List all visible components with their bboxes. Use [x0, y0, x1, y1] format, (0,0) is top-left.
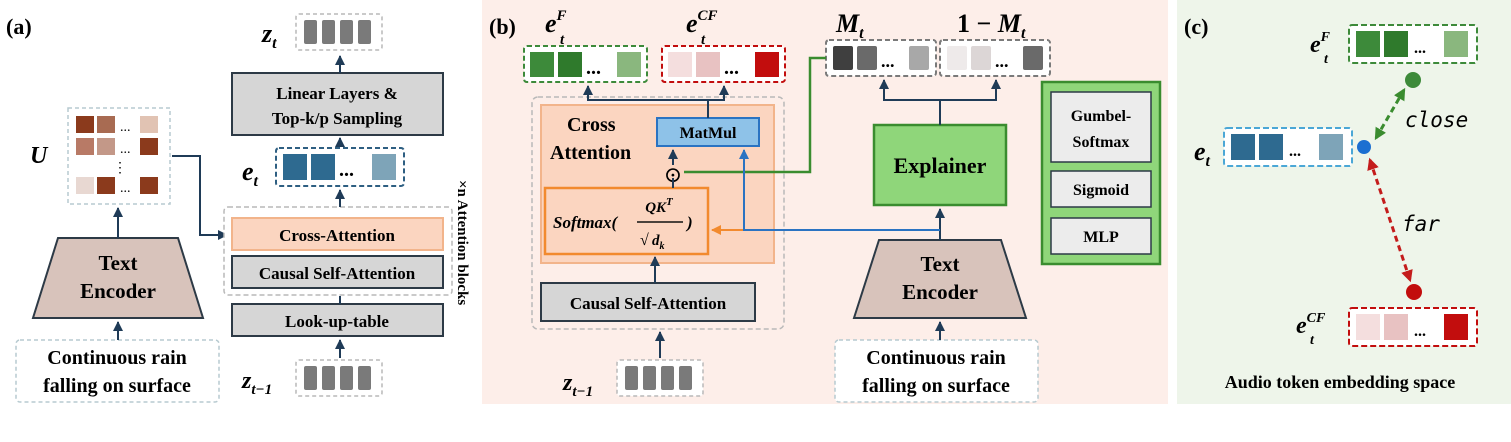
linear-layers-line1: Linear Layers &: [276, 84, 398, 103]
panel-b-label: (b): [489, 14, 516, 39]
matmul-box: MatMul: [656, 117, 760, 147]
eCF-point: [1406, 284, 1422, 300]
svg-text:QKT: QKT: [645, 196, 674, 216]
lookup-table: Look-up-table: [231, 303, 444, 337]
svg-text:1 − Mt: 1 − Mt: [957, 9, 1026, 42]
one-minus-Mt-ellipsis: ...: [995, 51, 1009, 71]
eF-c-ellipsis: ...: [1414, 40, 1426, 57]
z-tminus1-b: zt−1: [562, 359, 704, 400]
panel-a: (a) ... ... ⋮ ... U Text Encoder: [6, 13, 470, 403]
gumbel-line1: Gumbel-: [1071, 108, 1131, 125]
svg-text:zt−1: zt−1: [241, 368, 272, 398]
svg-text:zt−1: zt−1: [562, 370, 593, 400]
eF-point: [1405, 72, 1421, 88]
eCF-b-ellipsis: ...: [724, 57, 739, 79]
svg-text:dk: dk: [652, 233, 665, 252]
explainer-box: Explainer: [872, 123, 1008, 207]
et-point: [1357, 140, 1371, 154]
causal-self-attention-b: Causal Self-Attention: [540, 282, 756, 322]
lookup-table-label: Look-up-table: [285, 312, 389, 331]
prompt-a-line1: Continuous rain: [47, 347, 187, 369]
prompt-box-a: Continuous rain falling on surface: [15, 339, 220, 403]
cross-attention-a: Cross-Attention: [231, 217, 444, 251]
one-minus-Mt-b: 1 − Mt ...: [939, 9, 1051, 77]
e-t-a: et ...: [242, 147, 405, 190]
svg-text:√: √: [640, 232, 649, 249]
far-label: far: [1402, 212, 1440, 236]
attention-blocks-label: ×n Attention blocks: [454, 180, 470, 305]
attention-container-b: [531, 96, 785, 330]
svg-text:eCF: eCF: [686, 8, 718, 38]
svg-text:eF: eF: [545, 8, 567, 38]
eF-c: eF t ...: [1310, 24, 1478, 67]
Mt-b: Mt ...: [825, 9, 937, 77]
gumbel-line2: Softmax: [1073, 134, 1130, 151]
text-encoder-b-line1: Text: [921, 252, 960, 276]
text-encoder-a: Text Encoder: [31, 237, 205, 319]
panel-a-label: (a): [6, 14, 32, 39]
z-tminus1-a: zt−1: [241, 359, 383, 398]
z-t-a: zt: [261, 13, 383, 52]
text-encoder-a-line2: Encoder: [80, 279, 156, 303]
panel-c: (c) eF t ... et ... close far: [1177, 0, 1511, 404]
prompt-b-line1: Continuous rain: [866, 347, 1006, 369]
eCF-c: eCF t ...: [1296, 307, 1478, 348]
causal-self-attention-b-label: Causal Self-Attention: [570, 294, 727, 313]
eF-b-sub: t: [560, 32, 565, 48]
et-c-ellipsis: ...: [1289, 143, 1301, 160]
far-link: [1367, 157, 1413, 283]
softmax-prefix: Softmax(: [553, 213, 619, 232]
explainer-label: Explainer: [894, 153, 987, 178]
svg-text:et: et: [242, 157, 259, 190]
svg-text:eCF: eCF: [1296, 311, 1326, 339]
eF-b: eF t ...: [523, 8, 648, 83]
svg-text:et: et: [1194, 137, 1211, 170]
causal-self-attention-a: Causal Self-Attention: [231, 255, 444, 289]
cross-attention-b-line2: Attention: [550, 142, 631, 164]
panel-b: (b) Cross Attention MatMul ⊙ Softmax( QK…: [482, 0, 1168, 404]
svg-text:zt: zt: [261, 19, 277, 52]
eCF-c-sub: t: [1310, 333, 1315, 348]
text-encoder-a-line1: Text: [99, 251, 138, 275]
close-label: close: [1405, 108, 1468, 132]
Mt-ellipsis: ...: [881, 51, 895, 71]
odot-symbol: ⊙: [664, 162, 682, 187]
eCF-b: eCF t ...: [661, 8, 786, 83]
explainer-options-box: Gumbel- Softmax Sigmoid MLP: [1040, 80, 1162, 266]
eF-c-sub: t: [1324, 52, 1329, 67]
mlp-label: MLP: [1083, 229, 1119, 246]
cross-attention-b-line1: Cross: [567, 114, 616, 136]
linear-layers-line2: Top-k/p Sampling: [272, 109, 403, 128]
panel-c-label: (c): [1184, 14, 1208, 39]
eCF-c-ellipsis: ...: [1414, 323, 1426, 340]
prompt-box-b: Continuous rain falling on surface: [834, 339, 1039, 403]
linear-layers-box: Linear Layers & Top-k/p Sampling: [231, 72, 444, 136]
eCF-b-sub: t: [701, 32, 706, 48]
u-ellipsis-1: ...: [120, 120, 131, 135]
e-t-a-ellipsis: ...: [339, 159, 354, 181]
text-encoder-b: Text Encoder: [852, 239, 1028, 319]
causal-self-attention-a-label: Causal Self-Attention: [259, 264, 416, 283]
u-ellipsis-2: ...: [120, 142, 131, 157]
svg-text:eF: eF: [1310, 30, 1331, 58]
cross-attention-a-label: Cross-Attention: [279, 226, 395, 245]
u-matrix: ... ... ⋮ ...: [67, 107, 171, 205]
u-symbol: U: [30, 143, 49, 169]
panel-c-caption: Audio token embedding space: [1225, 372, 1456, 392]
softmax-suffix: ): [685, 213, 693, 232]
softmax-box: Softmax( QKT √ dk ): [543, 186, 710, 256]
matmul-label: MatMul: [680, 125, 737, 142]
u-ellipsis-3: ...: [120, 181, 131, 196]
prompt-b-line2: falling on surface: [862, 375, 1010, 397]
et-c: et ...: [1194, 127, 1353, 170]
svg-text:Mt: Mt: [835, 9, 864, 42]
eF-b-ellipsis: ...: [586, 57, 601, 79]
u-vdots: ⋮: [113, 161, 127, 176]
sigmoid-label: Sigmoid: [1073, 182, 1129, 199]
text-encoder-b-line2: Encoder: [902, 280, 978, 304]
prompt-a-line2: falling on surface: [43, 375, 191, 397]
